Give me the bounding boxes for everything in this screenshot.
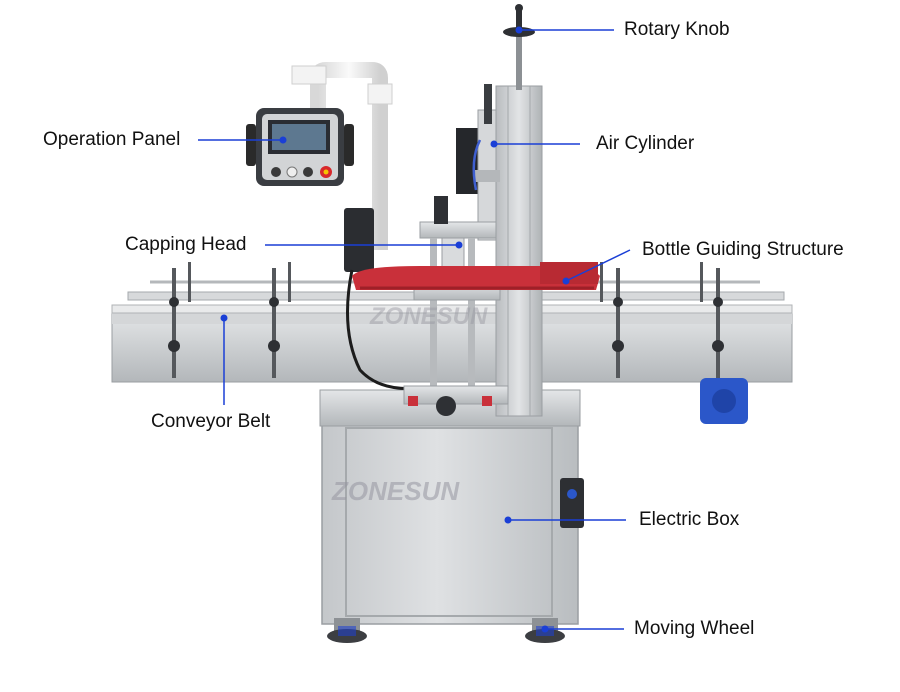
dot-air-cylinder xyxy=(490,140,498,148)
dot-bottle-guiding-structure xyxy=(562,277,570,285)
label-moving-wheel: Moving Wheel xyxy=(634,618,755,639)
dot-conveyor-belt xyxy=(220,314,228,322)
rotary-knob-part xyxy=(503,4,535,90)
air-cylinder-part xyxy=(456,84,500,241)
moving-wheel-part xyxy=(327,618,565,643)
label-bottle-guiding-structure: Bottle Guiding Structure xyxy=(642,239,844,260)
bottle-guiding-structure-part xyxy=(352,262,600,290)
label-conveyor-belt: Conveyor Belt xyxy=(151,411,271,432)
dot-electric-box xyxy=(504,516,512,524)
label-rotary-knob: Rotary Knob xyxy=(624,19,730,40)
dot-moving-wheel xyxy=(541,625,549,633)
label-capping-head: Capping Head xyxy=(125,234,247,255)
leader-bottle-guiding-structure xyxy=(565,249,631,282)
column-part xyxy=(495,85,543,417)
dot-rotary-knob xyxy=(515,26,523,34)
label-air-cylinder: Air Cylinder xyxy=(596,133,695,154)
callout-leaders xyxy=(198,26,631,633)
dot-operation-panel xyxy=(279,136,287,144)
operation-panel-part xyxy=(246,62,393,250)
watermark-upper: ZONESUN xyxy=(369,303,488,330)
dot-capping-head xyxy=(455,241,463,249)
label-electric-box: Electric Box xyxy=(639,509,740,530)
label-operation-panel: Operation Panel xyxy=(43,129,181,150)
watermark-lower: ZONESUN xyxy=(331,476,460,506)
electric-box-part xyxy=(319,389,584,625)
